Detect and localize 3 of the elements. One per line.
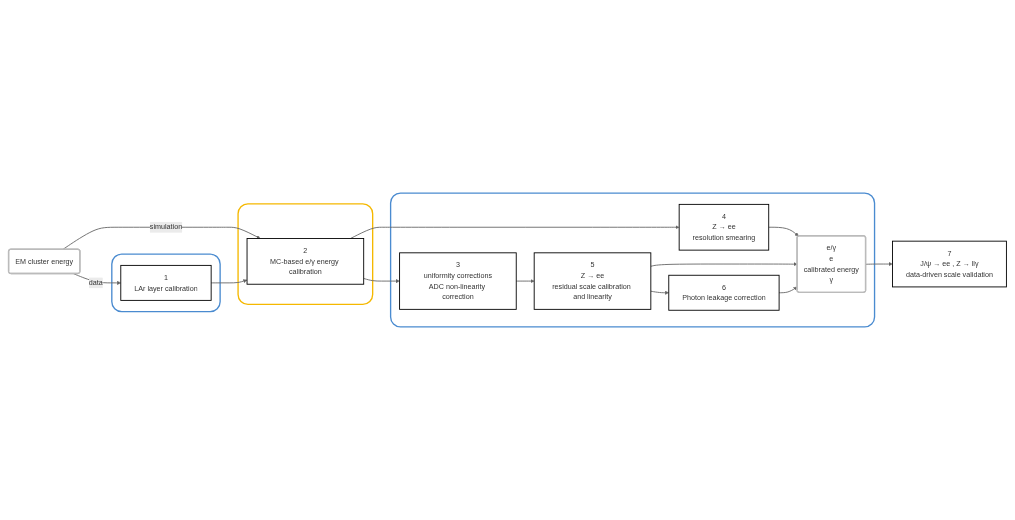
cluster: [237, 203, 374, 306]
cluster: [389, 192, 876, 328]
cluster: [111, 253, 221, 313]
